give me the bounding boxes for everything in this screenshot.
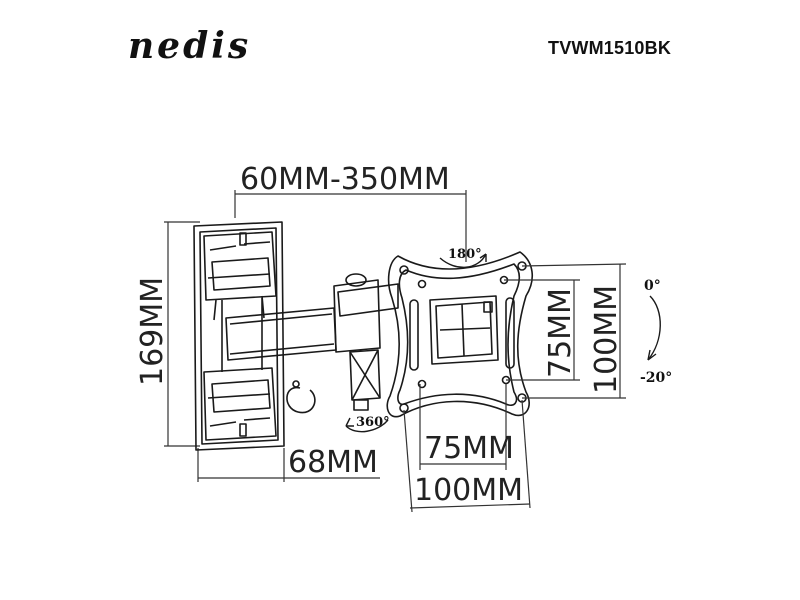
tilt-arrow bbox=[647, 295, 661, 361]
vesa-large-vertical-label: 100MM bbox=[589, 285, 624, 394]
rotation-angle-label: 360° bbox=[356, 415, 390, 430]
model-number: TVWM1510BK bbox=[548, 38, 672, 58]
vesa-plate bbox=[386, 251, 533, 418]
vesa-vertical-dimensions bbox=[504, 263, 627, 399]
nedis-logo: nedis bbox=[128, 25, 251, 67]
wall-plate-height-label: 169MM bbox=[135, 277, 170, 386]
articulating-arm bbox=[225, 273, 399, 414]
arm-extension-label: 60MM-350MM bbox=[240, 162, 450, 197]
wall-plate-width-dimension bbox=[197, 448, 380, 482]
vesa-horizontal-dimensions bbox=[403, 384, 531, 513]
tilt-top-label: 0° bbox=[644, 278, 661, 294]
wall-plate bbox=[193, 221, 285, 451]
vesa-small-vertical-label: 75MM bbox=[543, 288, 578, 378]
arm-extension-dimension bbox=[234, 190, 467, 262]
svg-text:nedis: nedis bbox=[128, 25, 251, 67]
swivel-angle-label: 180° bbox=[448, 247, 482, 262]
wall-plate-height-dimension bbox=[164, 221, 200, 447]
wall-plate-width-label: 68MM bbox=[288, 445, 378, 480]
tilt-bottom-label: -20° bbox=[640, 370, 672, 386]
rotation-arrow bbox=[345, 417, 389, 433]
vesa-small-horizontal-label: 75MM bbox=[424, 431, 514, 466]
vesa-large-horizontal-label: 100MM bbox=[414, 473, 523, 508]
